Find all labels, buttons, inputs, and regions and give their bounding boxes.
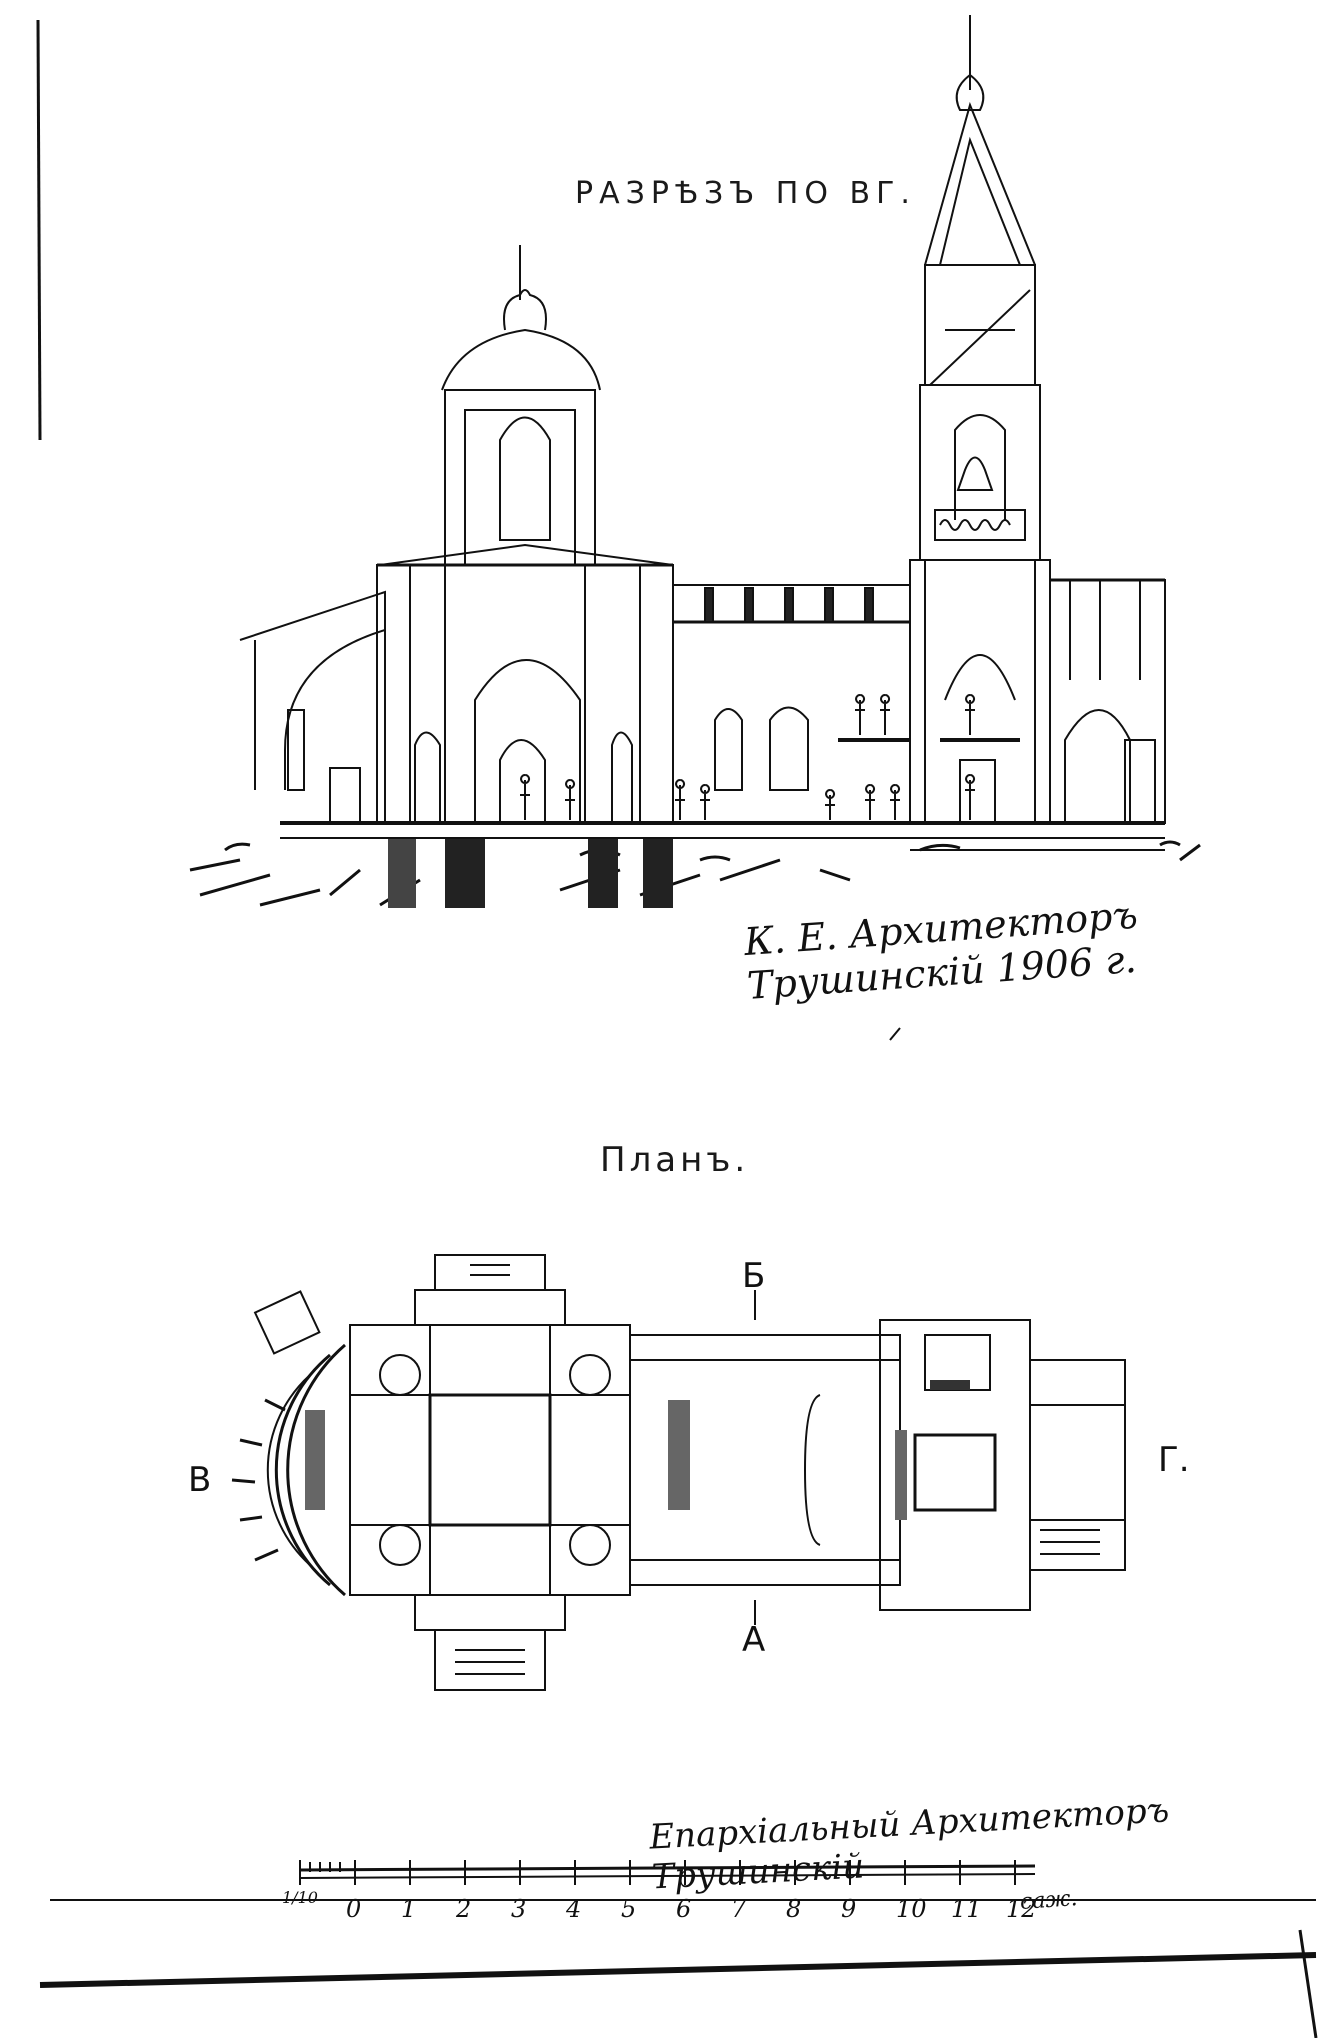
section-title: РАЗРѢЗЪ ПО ВГ. (575, 176, 916, 211)
attic-posts (704, 587, 874, 623)
human-figures (520, 694, 976, 820)
scale-number: 5 (621, 1895, 637, 1923)
cut-label-top: Б (742, 1256, 766, 1296)
scale-number: 11 (951, 1895, 982, 1923)
scale-number: 12 (1006, 1895, 1037, 1923)
scale-number: 1 (401, 1895, 417, 1923)
scale-number: 10 (896, 1895, 927, 1923)
scale-number: 6 (676, 1895, 692, 1923)
scale-number: 0 (346, 1895, 362, 1923)
cut-label-left: В (188, 1460, 212, 1500)
church-floor-plan (231, 1254, 1126, 1691)
scale-number: 7 (731, 1895, 747, 1923)
scale-unit: саж. (1019, 1886, 1079, 1915)
cut-label-right: Г. (1158, 1440, 1190, 1480)
scale-number: 4 (566, 1895, 582, 1923)
scale-number: 8 (786, 1895, 802, 1923)
apse-hatching (231, 1398, 286, 1562)
scale-number: 2 (456, 1895, 472, 1923)
scale-number: 9 (841, 1895, 857, 1923)
plan-title: Планъ. (600, 1140, 750, 1180)
ground-hatching (189, 840, 1201, 907)
scale-bar (299, 1860, 1036, 1885)
scale-number: 3 (511, 1895, 527, 1923)
stair-lines (455, 1264, 525, 1675)
scale-fraction: 1/10 (282, 1888, 318, 1907)
cut-label-bottom: А (742, 1620, 766, 1660)
church-section-drawing (189, 15, 1201, 1041)
porch-steps (1040, 1529, 1100, 1555)
